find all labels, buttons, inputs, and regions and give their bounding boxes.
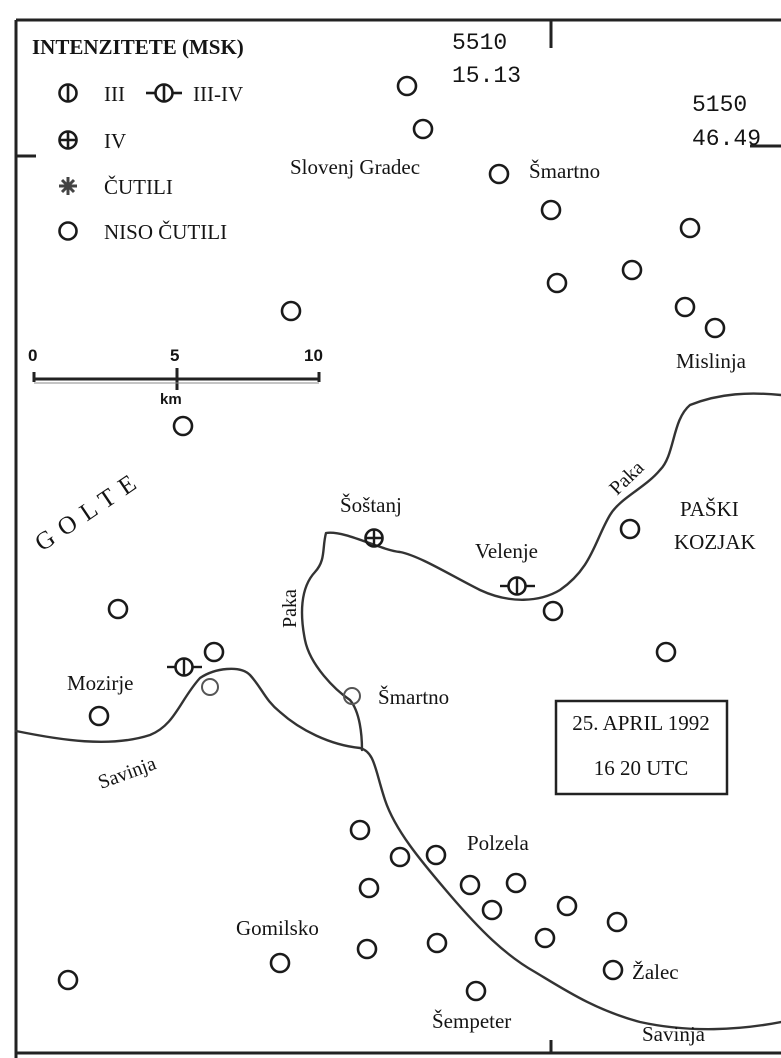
point-not-felt bbox=[621, 259, 643, 281]
intensity-iii-iv-icon bbox=[146, 83, 182, 103]
event-date: 25. APRIL 1992 bbox=[572, 711, 709, 735]
legend-label-felt: ČUTILI bbox=[104, 175, 173, 199]
point-not-felt bbox=[396, 75, 418, 97]
intensity-iv-point bbox=[364, 528, 384, 548]
scale-bar: 0 5 10 km bbox=[28, 346, 323, 408]
label-velenje: Velenje bbox=[475, 539, 538, 563]
river-paka bbox=[300, 392, 781, 752]
point-not-felt bbox=[488, 163, 510, 185]
point-not-felt bbox=[534, 927, 556, 949]
coord-top-right-1: 5150 bbox=[692, 92, 747, 118]
point-not-felt bbox=[426, 932, 448, 954]
felt-asterisk-icon bbox=[59, 177, 77, 195]
point-not-felt bbox=[505, 872, 527, 894]
rivers bbox=[14, 392, 781, 1031]
point-not-felt bbox=[481, 899, 503, 921]
point-not-felt bbox=[602, 959, 624, 981]
intensity-iii-iv-point bbox=[167, 657, 202, 677]
legend-label-not-felt: NISO ČUTILI bbox=[104, 220, 227, 244]
label-savinja-west: Savinja bbox=[95, 752, 159, 793]
label-slovenj-gradec: Slovenj Gradec bbox=[290, 155, 420, 179]
point-not-felt bbox=[425, 844, 447, 866]
point-not-felt bbox=[201, 678, 219, 696]
legend: INTENZITETE (MSK) III III-IV IV ČUTILI N bbox=[32, 35, 244, 244]
point-not-felt bbox=[655, 641, 677, 663]
point-not-felt bbox=[546, 272, 568, 294]
label-paka-west: Paka bbox=[279, 589, 301, 628]
label-sostanj: Šoštanj bbox=[340, 493, 402, 517]
label-mozirje: Mozirje bbox=[67, 671, 133, 695]
point-not-felt bbox=[542, 600, 564, 622]
scale-unit: km bbox=[160, 391, 182, 408]
point-not-felt bbox=[57, 969, 79, 991]
label-smartno-north: Šmartno bbox=[529, 159, 600, 183]
coord-top-mid-2: 15.13 bbox=[452, 63, 521, 89]
label-zalec: Žalec bbox=[632, 960, 679, 984]
not-felt-circle-icon bbox=[58, 221, 78, 241]
place-labels: Slovenj Gradec Šmartno Mislinja GOLTE Šo… bbox=[30, 155, 755, 1046]
point-not-felt bbox=[619, 518, 641, 540]
point-not-felt bbox=[107, 598, 129, 620]
label-sempeter: Šempeter bbox=[432, 1009, 511, 1033]
label-paka-east: Paka bbox=[605, 457, 648, 500]
point-not-felt bbox=[203, 641, 225, 663]
scale-tick-0: 0 bbox=[28, 346, 37, 365]
point-not-felt bbox=[606, 911, 628, 933]
intensity-iii-icon bbox=[58, 83, 78, 103]
point-not-felt bbox=[280, 300, 302, 322]
point-not-felt bbox=[674, 296, 696, 318]
point-not-felt bbox=[343, 687, 361, 705]
event-time: 16 20 UTC bbox=[594, 756, 689, 780]
point-not-felt bbox=[389, 846, 411, 868]
point-not-felt bbox=[88, 705, 110, 727]
legend-title: INTENZITETE (MSK) bbox=[32, 35, 244, 59]
coord-top-mid-1: 5510 bbox=[452, 30, 507, 56]
label-savinja-east: Savinja bbox=[642, 1022, 706, 1046]
legend-label-iii: III bbox=[104, 82, 125, 106]
scale-tick-5: 5 bbox=[170, 346, 179, 365]
point-not-felt bbox=[349, 819, 371, 841]
point-not-felt bbox=[358, 877, 380, 899]
label-golte: GOLTE bbox=[30, 465, 148, 557]
point-not-felt bbox=[459, 874, 481, 896]
event-box: 25. APRIL 1992 16 20 UTC bbox=[554, 699, 729, 796]
label-kozjak: KOZJAK bbox=[674, 530, 756, 554]
intensity-iii-iv-point bbox=[500, 576, 535, 596]
point-not-felt bbox=[356, 938, 378, 960]
point-not-felt bbox=[465, 980, 487, 1002]
map-frame bbox=[14, 18, 781, 1058]
point-not-felt bbox=[540, 199, 562, 221]
label-paski: PAŠKI bbox=[680, 497, 739, 521]
label-gomilsko: Gomilsko bbox=[236, 916, 319, 940]
not-felt-points bbox=[57, 75, 726, 1002]
point-not-felt bbox=[412, 118, 434, 140]
coord-top-right-2: 46.49 bbox=[692, 126, 761, 152]
label-polzela: Polzela bbox=[467, 831, 529, 855]
point-not-felt bbox=[679, 217, 701, 239]
coordinate-labels: 5510 15.13 5150 46.49 bbox=[452, 30, 761, 152]
label-mislinja: Mislinja bbox=[676, 349, 747, 373]
scale-tick-10: 10 bbox=[304, 346, 323, 365]
legend-label-iii-iv: III-IV bbox=[193, 82, 243, 106]
river-savinja bbox=[14, 667, 781, 1031]
point-not-felt bbox=[269, 952, 291, 974]
point-not-felt bbox=[556, 895, 578, 917]
point-not-felt bbox=[704, 317, 726, 339]
legend-label-iv: IV bbox=[104, 129, 126, 153]
point-not-felt bbox=[172, 415, 194, 437]
label-smartno-south: Šmartno bbox=[378, 685, 449, 709]
intensity-iv-icon bbox=[58, 130, 78, 150]
